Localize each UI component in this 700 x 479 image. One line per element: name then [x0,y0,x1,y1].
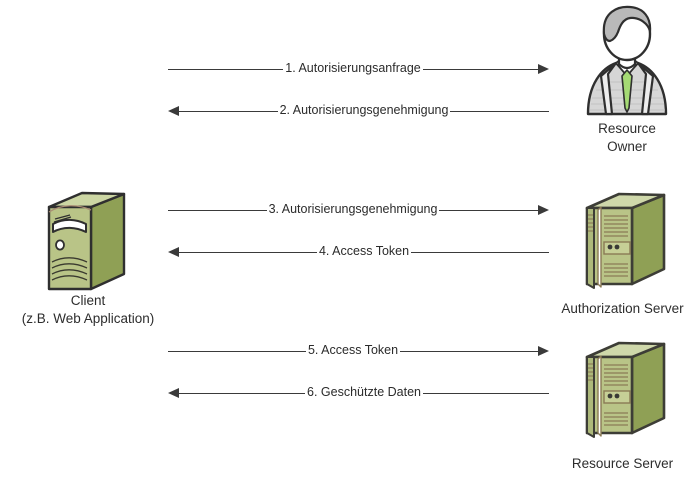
label-client-line-1: Client [70,293,106,308]
label-resource-owner-line-2: Owner [607,139,647,154]
flow-1-line-left [168,68,284,70]
flow-4-line-right [411,251,550,253]
desktop-tower-icon [47,191,126,291]
person-icon [586,5,668,116]
flow-2-line-right [450,110,549,112]
flow-2-line-left [179,110,278,112]
flow-5-line-left [168,350,306,352]
flow-3-line-left [168,209,267,211]
label-authorization-server-line-1: Authorization Server [561,301,684,316]
flow-arrow-3: 3. Autorisierungsgenehmigung [168,201,549,219]
flow-arrow-5: 5. Access Token [168,342,550,360]
flow-3-line-right [439,209,538,211]
label-client-line-2: (z.B. Web Application) [21,311,155,326]
server-rack-icon [585,192,666,289]
flow-1-label: 1. Autorisierungsanfrage [285,60,421,75]
flow-5-line-right [400,350,539,352]
flow-1-line-right [422,68,539,70]
arrowhead-left-icon [168,106,179,116]
arrowhead-left-icon [168,247,179,257]
arrowhead-left-icon [168,388,179,398]
label-resource-server: Resource Server [545,455,700,473]
flow-4-label: 4. Access Token [318,243,410,258]
actor-client [38,188,134,296]
label-resource-owner: Resource Owner [565,120,689,156]
arrowhead-right-icon [538,346,550,356]
server-rack-icon [585,341,666,438]
flow-4-line-left [179,251,317,253]
label-resource-owner-line-1: Resource [598,121,656,136]
flow-arrow-1: 1. Autorisierungsanfrage [168,60,550,78]
label-client: Client (z.B. Web Application) [0,292,176,328]
flow-6-line-left [179,392,306,394]
arrowhead-right-icon [538,64,550,74]
flow-arrow-2: 2. Autorisierungsgenehmigung [168,102,549,120]
flow-3-label: 3. Autorisierungsgenehmigung [268,201,438,216]
flow-6-line-right [422,392,550,394]
actor-authorization-server [570,186,682,296]
flow-arrow-6: 6. Geschützte Daten [168,384,550,402]
actor-resource-server [570,335,682,445]
flow-2-label: 2. Autorisierungsgenehmigung [279,102,449,117]
actor-resource-owner [568,4,686,116]
flow-6-label: 6. Geschützte Daten [307,384,421,399]
label-authorization-server: Authorization Server [545,300,700,318]
arrowhead-right-icon [538,205,549,215]
flow-arrow-4: 4. Access Token [168,243,550,261]
label-resource-server-line-1: Resource Server [571,456,674,471]
flow-5-label: 5. Access Token [307,342,399,357]
